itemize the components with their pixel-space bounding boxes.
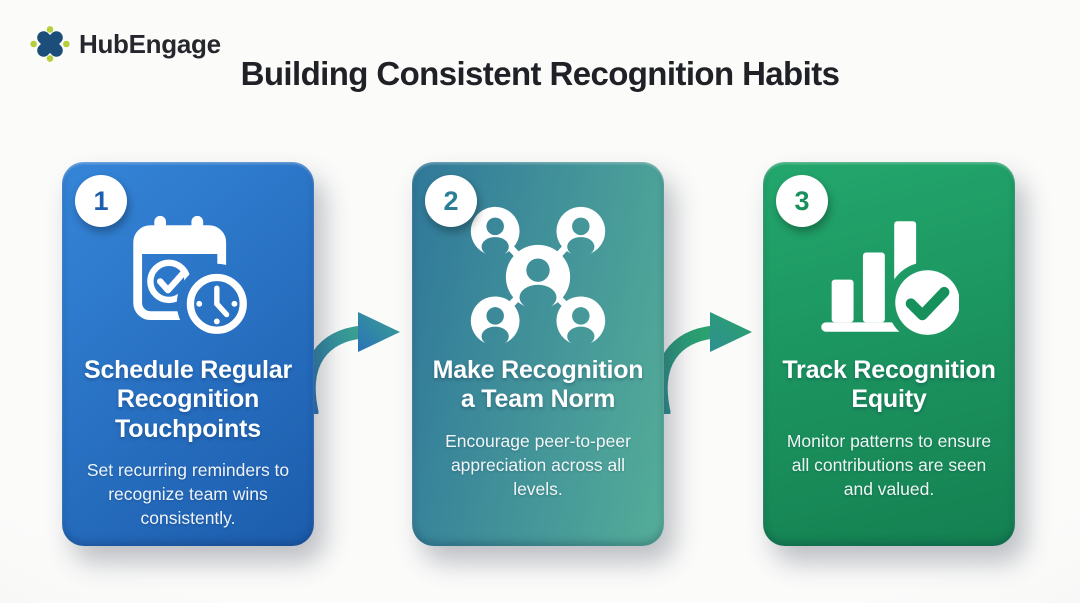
step-description: Encourage peer-to-peer appreciation acro… xyxy=(445,430,631,499)
step-card-team-norm: 2 xyxy=(412,162,664,546)
brand-name: HubEngage xyxy=(79,28,221,59)
people-network-icon xyxy=(470,206,606,346)
step-heading: Make Recognition a Team Norm xyxy=(432,356,644,414)
page-title: Building Consistent Recognition Habits xyxy=(240,55,840,92)
calendar-check-clock-icon xyxy=(133,215,247,334)
brand-logo: HubEngage xyxy=(30,25,221,63)
curved-arrow-right-icon xyxy=(654,312,752,414)
step-icon-area xyxy=(763,198,1015,354)
step-description: Monitor patterns to ensure all contribut… xyxy=(786,430,992,499)
step-card-schedule-touchpoints: 1 xyxy=(62,162,314,546)
pinwheel-x-icon xyxy=(30,26,70,62)
step-heading: Track Recognition Equity xyxy=(782,356,996,414)
step-description: Set recurring reminders to recognize tea… xyxy=(86,459,290,529)
bar-chart-check-icon xyxy=(821,220,959,335)
step-icon-area xyxy=(62,198,314,354)
step-number-badge: 2 xyxy=(425,175,477,227)
step-number-badge: 1 xyxy=(75,175,127,227)
step-number-badge: 3 xyxy=(776,175,828,227)
step-icon-area xyxy=(412,198,664,354)
step-card-track-equity: 3 Track Recognition Equity xyxy=(763,162,1015,546)
step-heading: Schedule Regular Recognition Touchpoints xyxy=(84,356,292,443)
